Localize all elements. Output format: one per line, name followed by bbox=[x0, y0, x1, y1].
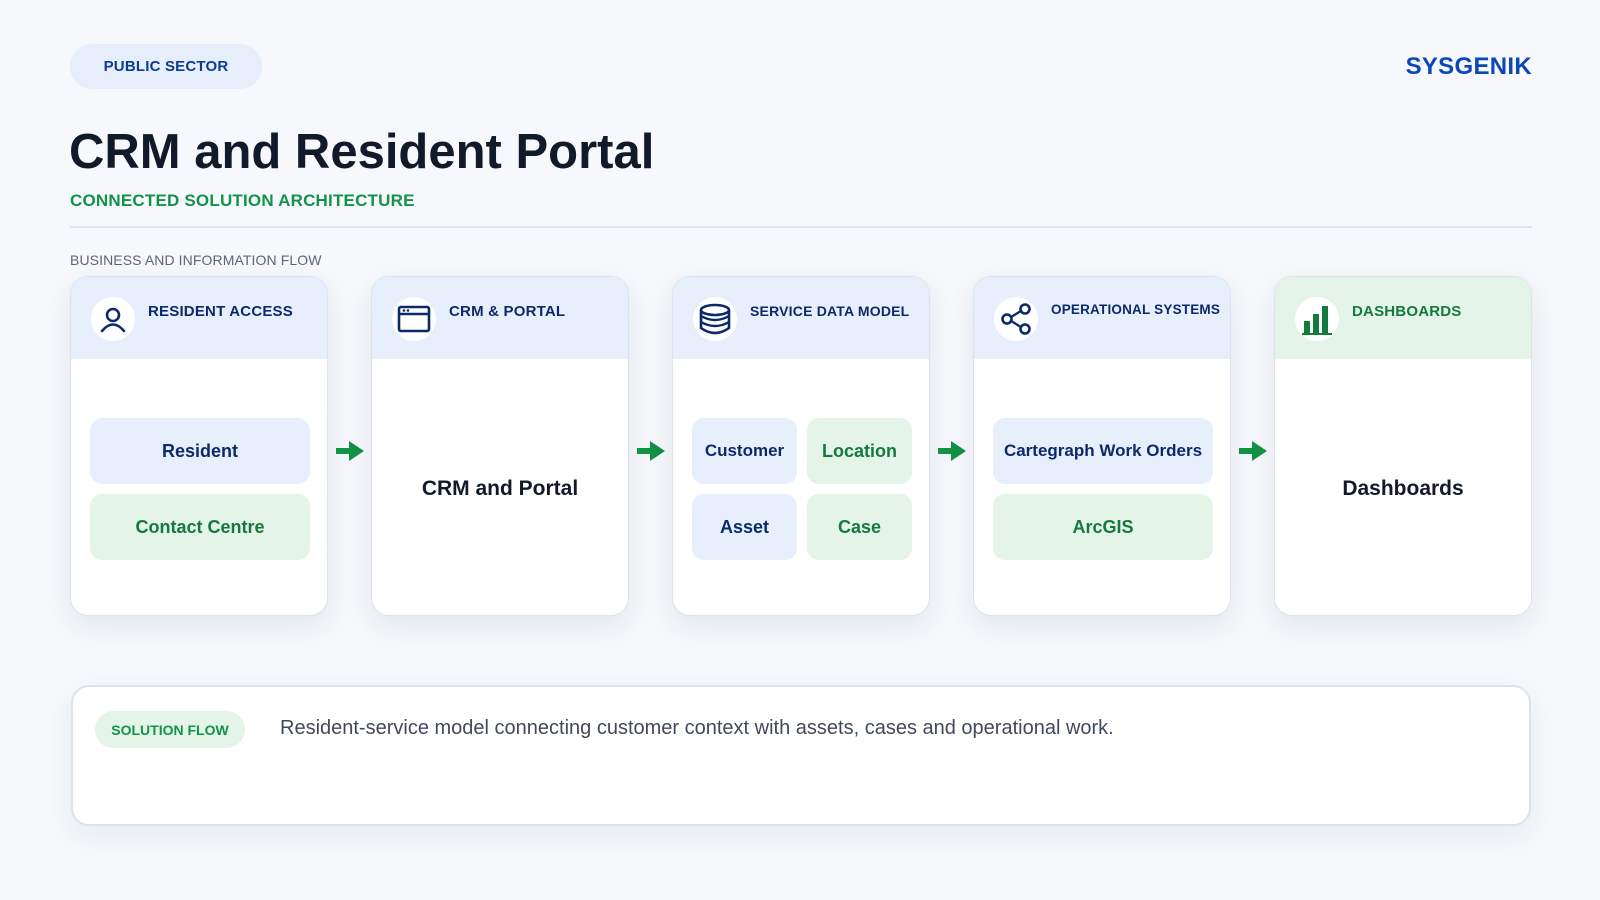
stage-header: DASHBOARDS bbox=[1275, 277, 1531, 359]
page-title: CRM and Resident Portal bbox=[69, 125, 655, 179]
stage-card-dashboards: DASHBOARDS Dashboards bbox=[1274, 276, 1532, 616]
section-label: BUSINESS AND INFORMATION FLOW bbox=[70, 252, 322, 268]
stage-header: RESIDENT ACCESS bbox=[71, 277, 327, 359]
item-contact-centre: Contact Centre bbox=[90, 494, 310, 560]
page-subtitle: CONNECTED SOLUTION ARCHITECTURE bbox=[70, 191, 415, 210]
stage-header: OPERATIONAL SYSTEMS bbox=[974, 277, 1230, 359]
stage-title: CRM & PORTAL bbox=[449, 303, 566, 320]
item-arcgis: ArcGIS bbox=[993, 494, 1213, 560]
solution-flow-panel: SOLUTION FLOW Resident-service model con… bbox=[71, 685, 1531, 826]
brand-logo: SYSGENIK bbox=[1405, 53, 1532, 80]
flow-arrow-icon bbox=[637, 441, 665, 461]
stage-body: Dashboards bbox=[1342, 477, 1464, 500]
item-resident: Resident bbox=[90, 418, 310, 484]
item-customer: Customer bbox=[692, 418, 797, 484]
header-divider bbox=[70, 226, 1532, 228]
stage-card-service-data-model: SERVICE DATA MODEL Customer Location Ass… bbox=[672, 276, 930, 616]
item-case: Case bbox=[807, 494, 912, 560]
stage-title: SERVICE DATA MODEL bbox=[750, 303, 910, 319]
sector-tag: PUBLIC SECTOR bbox=[70, 44, 262, 89]
user-icon bbox=[91, 297, 135, 341]
stage-header: CRM & PORTAL bbox=[372, 277, 628, 359]
stage-title: RESIDENT ACCESS bbox=[148, 303, 293, 320]
flow-arrow-icon bbox=[938, 441, 966, 461]
stage-title: DASHBOARDS bbox=[1352, 303, 1462, 320]
stage-card-resident-access: RESIDENT ACCESS Resident Contact Centre bbox=[70, 276, 328, 616]
stage-card-crm-portal: CRM & PORTAL CRM and Portal bbox=[371, 276, 629, 616]
stage-card-operational-systems: OPERATIONAL SYSTEMS Cartegraph Work Orde… bbox=[973, 276, 1231, 616]
flow-arrow-icon bbox=[1239, 441, 1267, 461]
stage-header: SERVICE DATA MODEL bbox=[673, 277, 929, 359]
stage-body: CRM and Portal bbox=[421, 477, 579, 500]
flow-arrow-icon bbox=[336, 441, 364, 461]
bar-chart-icon bbox=[1295, 297, 1339, 341]
item-asset: Asset bbox=[692, 494, 797, 560]
item-location: Location bbox=[807, 418, 912, 484]
browser-window-icon bbox=[392, 297, 436, 341]
stage-title: OPERATIONAL SYSTEMS bbox=[1051, 302, 1221, 317]
share-nodes-icon bbox=[994, 297, 1038, 341]
solution-flow-text: Resident-service model connecting custom… bbox=[280, 717, 1114, 739]
solution-flow-tag: SOLUTION FLOW bbox=[95, 711, 245, 748]
item-cartegraph-work-orders: Cartegraph Work Orders bbox=[993, 418, 1213, 484]
database-icon bbox=[693, 297, 737, 341]
